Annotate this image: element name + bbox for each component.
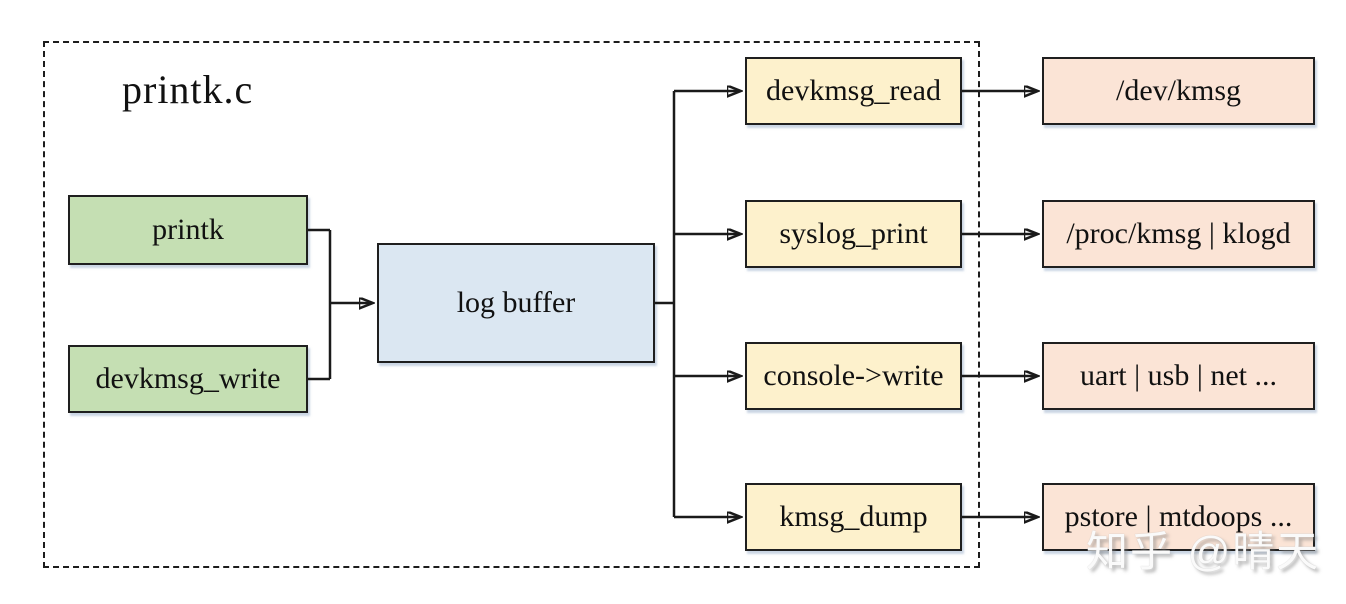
node-pstore-mtdoops: pstore | mtdoops ... xyxy=(1042,483,1315,551)
node-kmsg-dump: kmsg_dump xyxy=(745,483,962,551)
node-proc-kmsg-klogd-label: /proc/kmsg | klogd xyxy=(1066,217,1291,250)
printk-c-module-boundary xyxy=(43,41,980,568)
node-devkmsg-read: devkmsg_read xyxy=(745,57,962,125)
node-console-write-label: console->write xyxy=(763,359,944,392)
node-proc-kmsg-klogd: /proc/kmsg | klogd xyxy=(1042,200,1315,268)
module-title: printk.c xyxy=(122,67,254,112)
node-log-buffer-label: log buffer xyxy=(456,286,576,319)
node-devkmsg-write: devkmsg_write xyxy=(68,345,308,413)
node-console-write: console->write xyxy=(745,342,962,410)
node-kmsg-dump-label: kmsg_dump xyxy=(779,500,928,533)
node-syslog-print-label: syslog_print xyxy=(779,217,928,250)
node-printk: printk xyxy=(68,195,308,265)
node-uart-usb-net-label: uart | usb | net ... xyxy=(1080,359,1277,392)
node-dev-kmsg-label: /dev/kmsg xyxy=(1116,74,1241,107)
node-uart-usb-net: uart | usb | net ... xyxy=(1042,342,1315,410)
node-dev-kmsg: /dev/kmsg xyxy=(1042,57,1315,125)
node-syslog-print: syslog_print xyxy=(745,200,962,268)
watermark-zhihu: 知乎 @晴天 xyxy=(1086,528,1321,575)
node-printk-label: printk xyxy=(152,213,224,246)
node-devkmsg-read-label: devkmsg_read xyxy=(766,74,941,107)
node-pstore-mtdoops-label: pstore | mtdoops ... xyxy=(1064,500,1293,533)
node-devkmsg-write-label: devkmsg_write xyxy=(95,362,281,395)
node-log-buffer: log buffer xyxy=(377,243,655,363)
